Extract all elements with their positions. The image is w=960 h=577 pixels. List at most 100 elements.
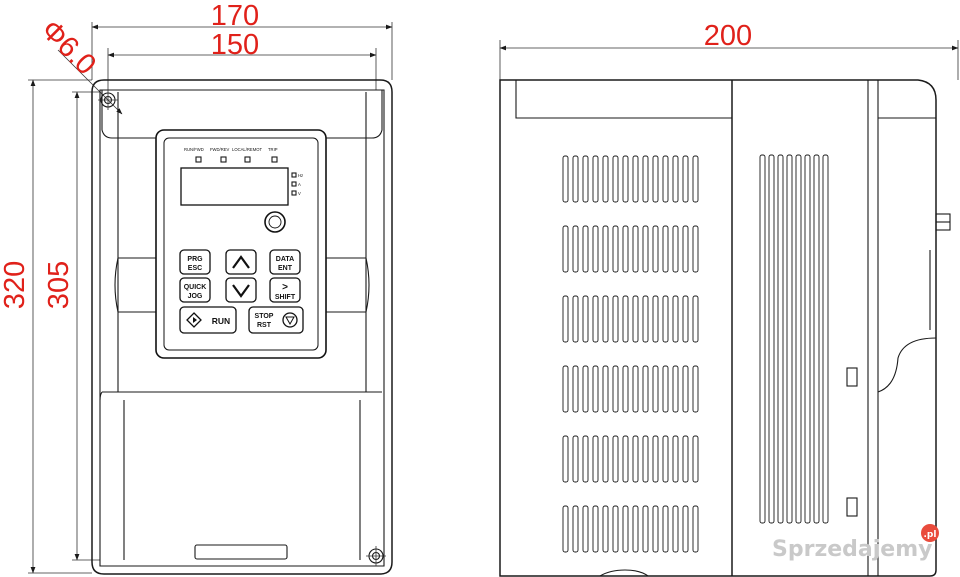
vent-slot bbox=[662, 365, 669, 413]
vent-slot bbox=[632, 155, 639, 203]
led-run bbox=[195, 156, 202, 163]
vent-slot bbox=[768, 154, 775, 524]
vent-slot bbox=[662, 435, 669, 483]
vent-slot bbox=[672, 365, 679, 413]
unit-led bbox=[291, 181, 297, 187]
vent-slot bbox=[612, 505, 619, 553]
quick-jog-button[interactable]: QUICK JOG bbox=[179, 277, 211, 303]
vent-slot bbox=[602, 435, 609, 483]
vent-slot bbox=[582, 435, 589, 483]
vent-slot bbox=[602, 365, 609, 413]
vent-slot bbox=[777, 154, 784, 524]
vent-slot bbox=[592, 435, 599, 483]
shift-arrow-label: > bbox=[282, 282, 288, 293]
vent-slot bbox=[795, 154, 802, 524]
run-button[interactable]: RUN bbox=[179, 306, 237, 334]
vent-slot bbox=[602, 505, 609, 553]
vent-slot bbox=[572, 225, 579, 273]
vent-slot bbox=[612, 155, 619, 203]
stop-rst-button[interactable]: STOP RST bbox=[248, 306, 304, 334]
front-inner-outline bbox=[99, 89, 385, 567]
ent-label: ENT bbox=[278, 265, 293, 272]
vent-slot bbox=[652, 435, 659, 483]
height-outer-label: 320 bbox=[0, 261, 31, 309]
side-curve bbox=[877, 337, 937, 393]
vent-slot bbox=[562, 155, 569, 203]
vent-slot bbox=[672, 155, 679, 203]
shift-button[interactable]: > SHIFT bbox=[269, 277, 301, 303]
vent-slot bbox=[786, 154, 793, 524]
vent-slot bbox=[582, 155, 589, 203]
vent-slot bbox=[642, 435, 649, 483]
vent-slot bbox=[652, 295, 659, 343]
stop-icon-arrow bbox=[285, 316, 295, 326]
run-icon-arrow bbox=[193, 317, 197, 323]
vent-slot bbox=[642, 155, 649, 203]
rst-label: RST bbox=[257, 322, 272, 329]
vent-slot bbox=[562, 365, 569, 413]
vent-slot bbox=[672, 505, 679, 553]
vent-slot bbox=[632, 295, 639, 343]
vent-slot bbox=[662, 225, 669, 273]
watermark: Sprzedajemy .pl bbox=[772, 524, 939, 562]
knob-inner bbox=[268, 215, 282, 229]
led-label-run: RUN/FWD bbox=[184, 147, 204, 152]
vent-slot bbox=[622, 365, 629, 413]
right-grip bbox=[325, 257, 370, 313]
vent-slot bbox=[632, 225, 639, 273]
keypad-inner-frame bbox=[163, 137, 319, 351]
vent-slot bbox=[572, 435, 579, 483]
vent-slot bbox=[804, 154, 811, 524]
data-ent-button[interactable]: DATA ENT bbox=[269, 249, 301, 275]
vent-slot bbox=[692, 505, 699, 553]
watermark-text: Sprzedajemy bbox=[772, 537, 933, 562]
side-top-cover bbox=[515, 80, 732, 119]
led-label-fwd: FWD/REV bbox=[210, 147, 230, 152]
up-button[interactable] bbox=[225, 249, 257, 275]
potentiometer-knob[interactable] bbox=[264, 211, 286, 233]
vent-slot bbox=[692, 295, 699, 343]
watermark-badge-text: .pl bbox=[924, 530, 937, 540]
width-outer-label: 170 bbox=[211, 0, 259, 32]
vent-slot bbox=[642, 365, 649, 413]
lcd-display bbox=[180, 167, 289, 206]
vent-slot bbox=[682, 295, 689, 343]
vent-slot bbox=[632, 365, 639, 413]
down-button[interactable] bbox=[225, 277, 257, 303]
keypad-panel: RUN/FWD FWD/REV LOCAL/REMOT TRIP Hz A V … bbox=[155, 129, 327, 359]
side-view: 200 bbox=[499, 20, 959, 577]
bottom-curve bbox=[599, 569, 649, 577]
side-body-outline bbox=[499, 79, 937, 577]
vent-slot bbox=[652, 365, 659, 413]
vent-slot bbox=[652, 505, 659, 553]
vent-slot bbox=[642, 225, 649, 273]
led-trip bbox=[271, 156, 278, 163]
vent-slot bbox=[682, 155, 689, 203]
prg-esc-button[interactable]: PRG ESC bbox=[179, 249, 211, 275]
vent-slots-right bbox=[759, 154, 829, 524]
vent-slot bbox=[572, 505, 579, 553]
vent-slot bbox=[672, 295, 679, 343]
left-grip bbox=[114, 257, 161, 313]
unit-led bbox=[291, 190, 297, 196]
vent-slot bbox=[592, 365, 599, 413]
vent-slot bbox=[572, 365, 579, 413]
up-arrow-icon bbox=[232, 255, 250, 269]
vent-slot bbox=[682, 435, 689, 483]
vent-slot bbox=[662, 155, 669, 203]
vent-slot bbox=[602, 155, 609, 203]
vent-slot bbox=[622, 505, 629, 553]
vent-slot bbox=[612, 295, 619, 343]
front-view: 170 150 320 305 Φ6.0 bbox=[0, 0, 393, 575]
vent-slot bbox=[592, 295, 599, 343]
vent-slot bbox=[822, 154, 829, 524]
stop-label: STOP bbox=[255, 313, 274, 320]
vent-slot bbox=[562, 225, 569, 273]
unit-a: A bbox=[298, 182, 301, 187]
led-fwd bbox=[220, 156, 227, 163]
vent-slot bbox=[692, 155, 699, 203]
vent-slot bbox=[612, 225, 619, 273]
vent-slot bbox=[632, 435, 639, 483]
unit-v: V bbox=[298, 191, 301, 196]
vent-slot bbox=[612, 365, 619, 413]
